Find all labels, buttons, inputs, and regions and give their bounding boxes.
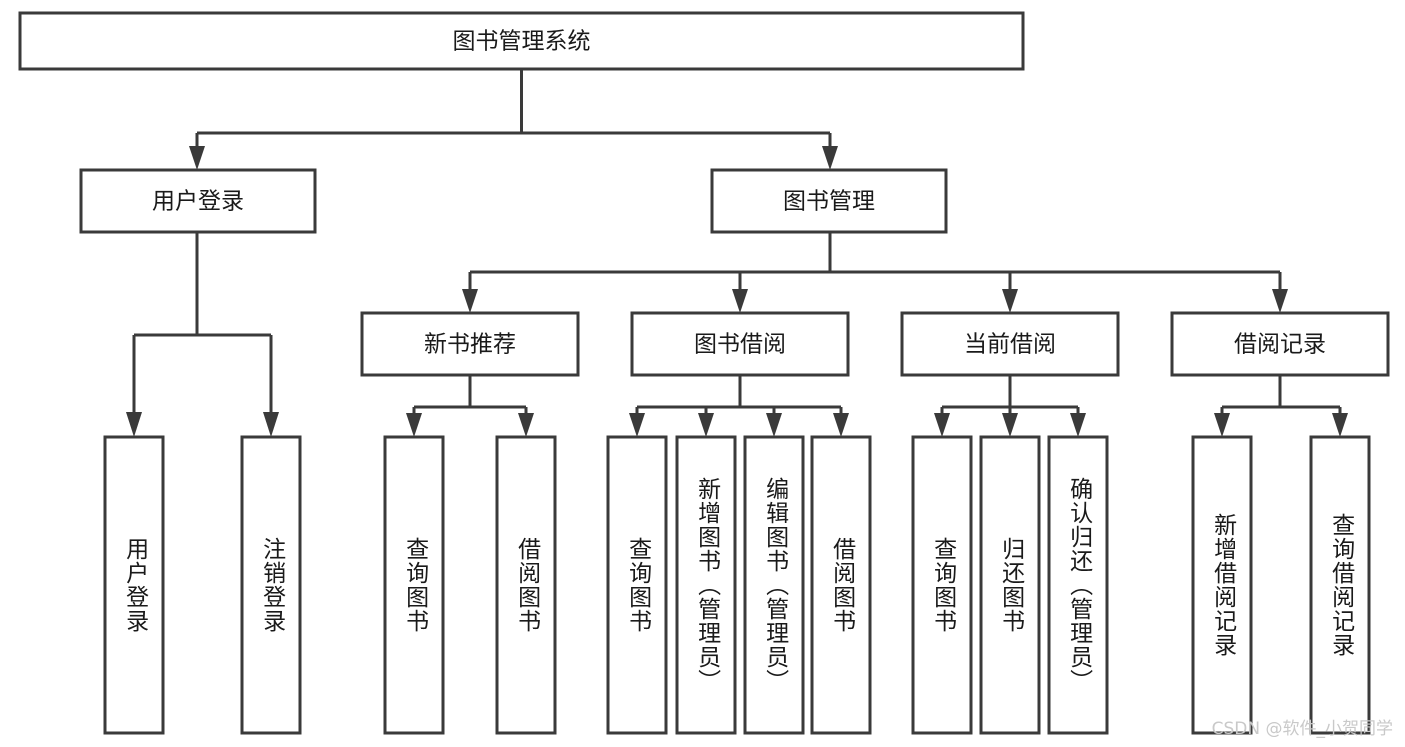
leaf-rect-bb-3[interactable] — [743, 435, 805, 735]
node-borrow-record[interactable]: 借阅记录 — [1170, 311, 1390, 377]
node-root-label: 图书管理系统 — [453, 29, 591, 55]
leaf-rect-br-2[interactable] — [1309, 435, 1371, 735]
arrowhead-new-book-recommend — [462, 289, 478, 313]
arrowhead-user-login — [189, 146, 205, 170]
arrowhead-leaf-nbr-1 — [406, 413, 422, 437]
node-current-borrow-rect[interactable] — [900, 311, 1120, 377]
arrowhead-leaf-cb-3 — [1070, 413, 1086, 437]
node-book-borrow[interactable]: 图书借阅 — [630, 311, 850, 377]
arrowhead-book-borrow — [732, 289, 748, 313]
node-book-borrow-rect[interactable] — [630, 311, 850, 377]
leaf-rect-nbr-2[interactable] — [495, 435, 557, 735]
leaf-rect-bb-1[interactable] — [606, 435, 668, 735]
node-book-manage-label: 图书管理 — [783, 189, 875, 215]
csdn-watermark: CSDN @软件_小贺同学 — [1211, 719, 1393, 739]
arrowhead-leaf-cb-2 — [1002, 413, 1018, 437]
leaf-rect-cb-1[interactable] — [911, 435, 973, 735]
node-user-login[interactable]: 用户登录 — [79, 168, 317, 234]
arrowhead-leaf-br-2 — [1332, 413, 1348, 437]
node-new-book-recommend-label: 新书推荐 — [424, 332, 516, 358]
leaf-rect-br-1[interactable] — [1191, 435, 1253, 735]
leaf-group-borrow-record — [1191, 435, 1371, 735]
leaf-group-book-borrow — [606, 435, 872, 735]
node-book-borrow-label: 图书借阅 — [694, 332, 786, 358]
leaf-group-new-book-recommend — [383, 435, 557, 735]
arrowhead-leaf-bb-3 — [766, 413, 782, 437]
connector-group-book-borrow — [629, 375, 849, 437]
arrowhead-leaf-nbr-2 — [518, 413, 534, 437]
node-borrow-record-rect[interactable] — [1170, 311, 1390, 377]
leaf-rect-bb-2[interactable] — [675, 435, 737, 735]
connector-group-book-manage — [462, 232, 1288, 313]
node-current-borrow-label: 当前借阅 — [964, 332, 1056, 358]
node-book-manage[interactable]: 图书管理 — [710, 168, 948, 234]
connector-group-root — [189, 69, 838, 170]
node-user-login-label: 用户登录 — [152, 189, 244, 215]
arrowhead-leaf-bb-1 — [629, 413, 645, 437]
node-root-rect[interactable] — [18, 11, 1025, 71]
connector-group-current-borrow — [934, 375, 1086, 437]
arrowhead-current-borrow — [1002, 289, 1018, 313]
arrowhead-leaf-br-1 — [1214, 413, 1230, 437]
leaf-rect-user-login-1[interactable] — [103, 435, 165, 735]
leaf-group-user-login — [103, 435, 302, 735]
arrowhead-borrow-record — [1272, 289, 1288, 313]
node-current-borrow[interactable]: 当前借阅 — [900, 311, 1120, 377]
leaf-rect-nbr-1[interactable] — [383, 435, 445, 735]
leaf-rect-cb-3[interactable] — [1047, 435, 1109, 735]
arrowhead-leaf-user-login-2 — [263, 412, 279, 437]
arrowhead-book-manage — [822, 146, 838, 170]
connector-group-new-book-recommend — [406, 375, 534, 437]
connector-group-borrow-record — [1214, 375, 1348, 437]
arrowhead-leaf-bb-2 — [698, 413, 714, 437]
arrowhead-leaf-bb-4 — [833, 413, 849, 437]
arrowhead-leaf-user-login-1 — [126, 412, 142, 437]
node-book-manage-rect[interactable] — [710, 168, 948, 234]
node-root[interactable]: 图书管理系统 — [18, 11, 1025, 71]
node-new-book-recommend-rect[interactable] — [360, 311, 580, 377]
node-borrow-record-label: 借阅记录 — [1234, 332, 1326, 358]
connector-group-user-login — [126, 232, 279, 437]
leaf-rect-cb-2[interactable] — [979, 435, 1041, 735]
leaf-rect-bb-4[interactable] — [810, 435, 872, 735]
node-user-login-rect[interactable] — [79, 168, 317, 234]
leaf-group-current-borrow — [911, 435, 1109, 735]
node-new-book-recommend[interactable]: 新书推荐 — [360, 311, 580, 377]
leaf-rect-user-login-2[interactable] — [240, 435, 302, 735]
arrowhead-leaf-cb-1 — [934, 413, 950, 437]
